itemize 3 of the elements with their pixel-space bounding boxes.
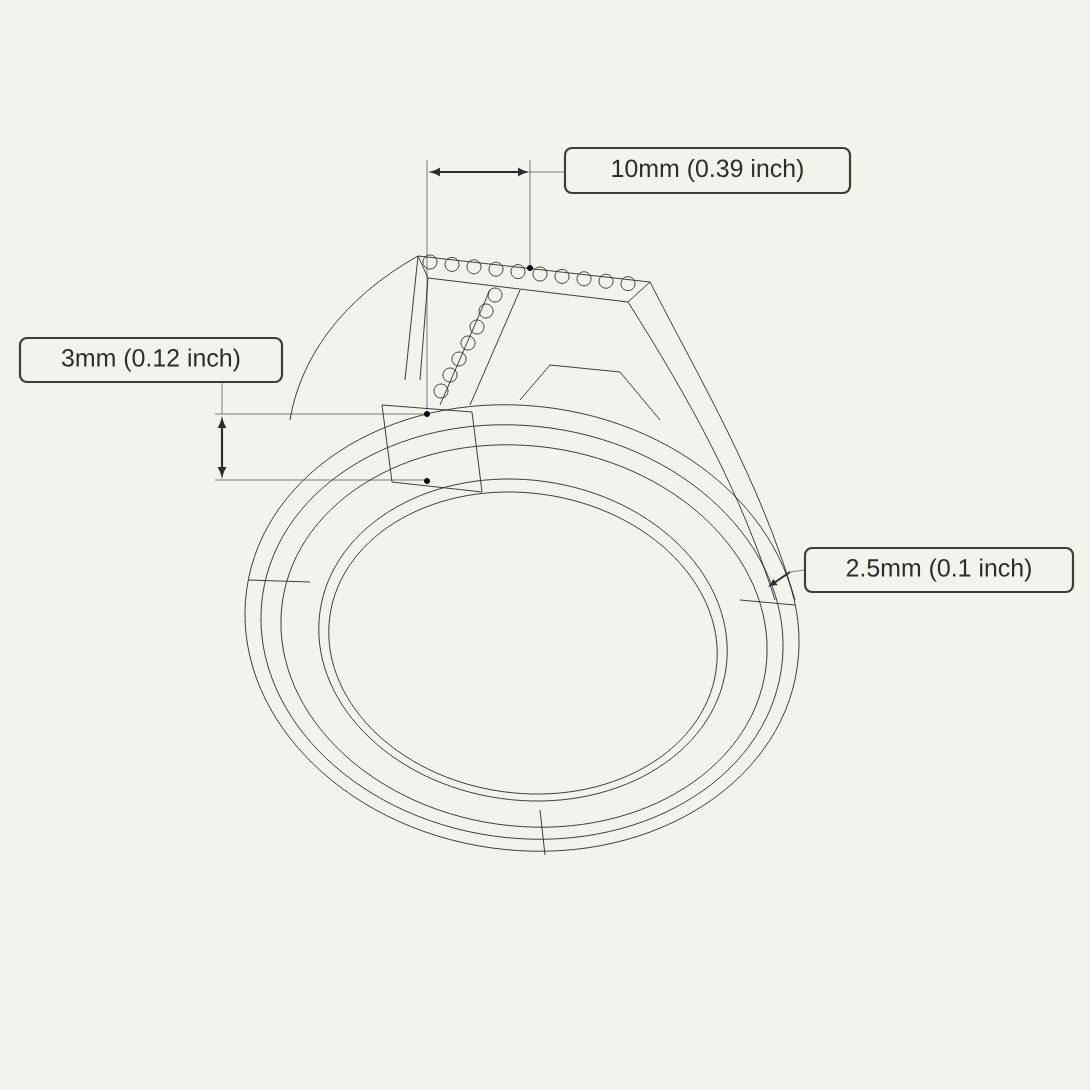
dimension-label: 3mm (0.12 inch) bbox=[18, 336, 284, 384]
dimension-label: 2.5mm (0.1 inch) bbox=[803, 546, 1075, 594]
dimension-label: 10mm (0.39 inch) bbox=[563, 146, 852, 195]
